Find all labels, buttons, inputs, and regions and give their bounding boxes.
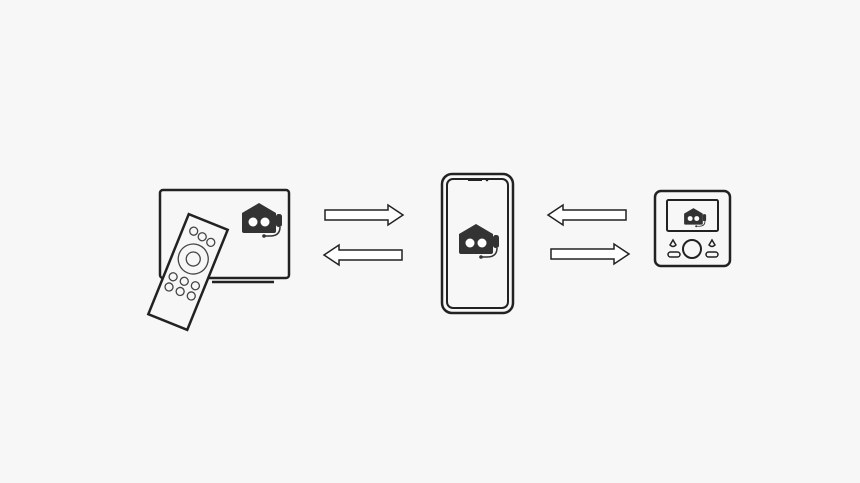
intercom-node (653, 189, 732, 268)
robot-assistant-icon (683, 207, 707, 228)
arrow-intercom-to-phone (546, 203, 627, 227)
tv-screen-icon (158, 188, 291, 280)
robot-assistant-icon (241, 202, 283, 239)
arrow-tv-to-phone (324, 203, 405, 227)
arrow-phone-to-intercom (550, 242, 631, 266)
tv-node (146, 188, 291, 332)
robot-assistant-icon (458, 223, 500, 260)
smartphone-icon (440, 172, 515, 315)
remote-control-icon (146, 212, 230, 332)
smartphone-node (440, 172, 515, 315)
arrow-phone-to-tv (322, 243, 403, 267)
intercom-panel-icon (653, 189, 732, 268)
